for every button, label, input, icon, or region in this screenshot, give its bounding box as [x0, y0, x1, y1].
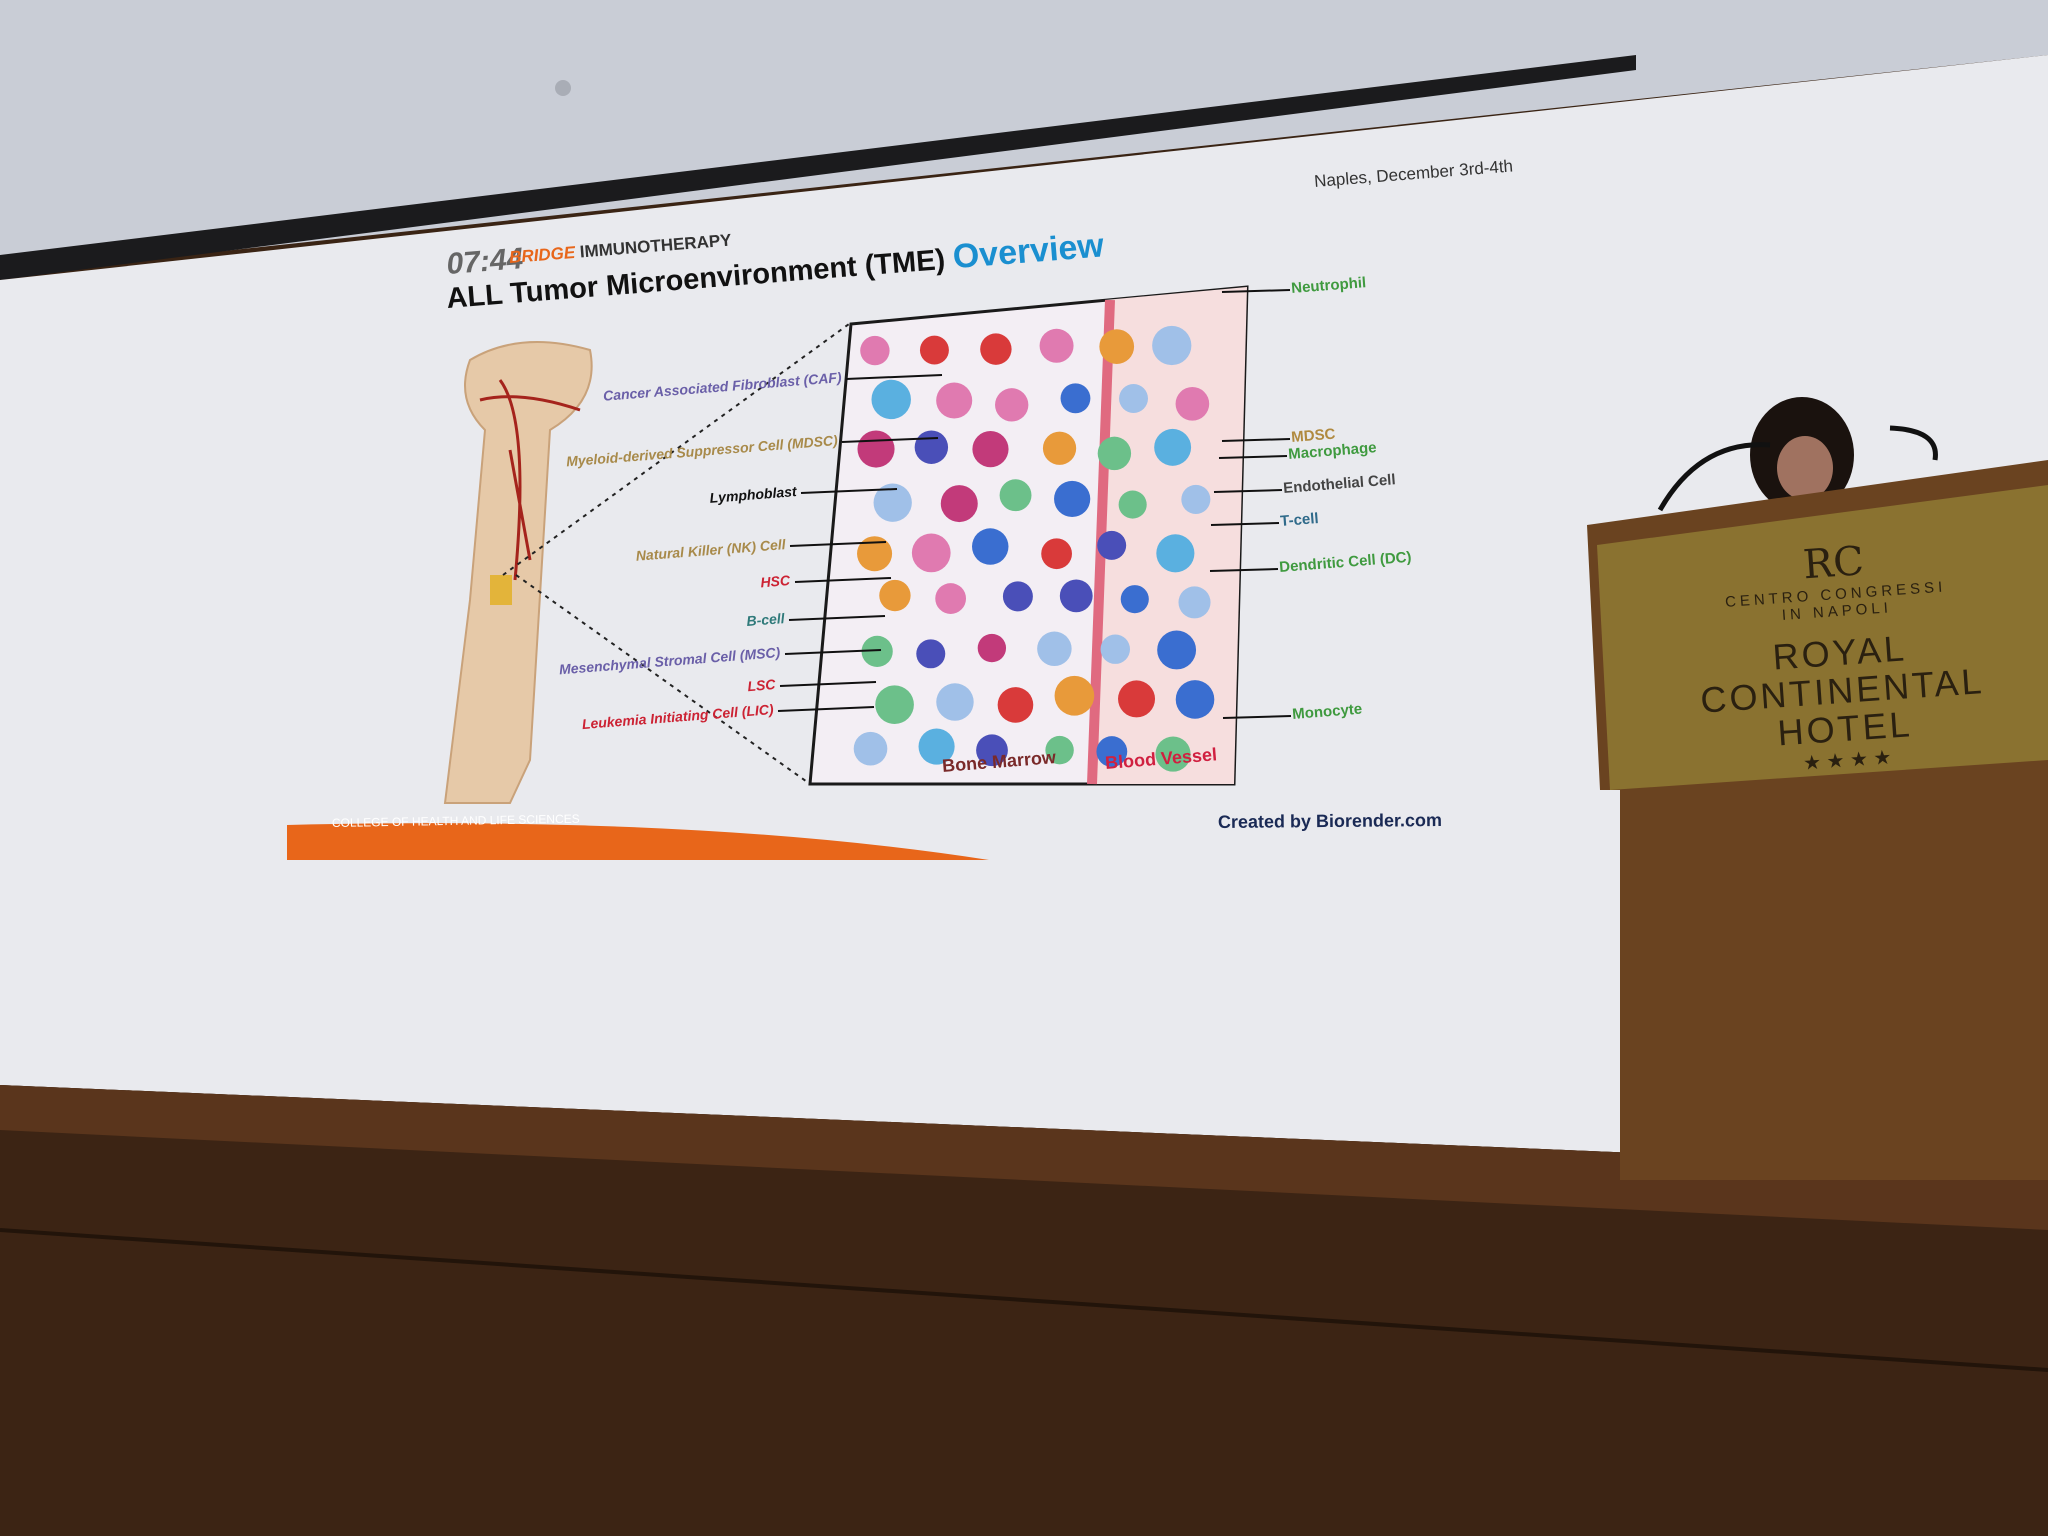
leader-line	[788, 615, 886, 621]
cell-illustration	[853, 731, 888, 766]
cell-illustration	[1041, 538, 1072, 570]
cell-illustration	[1097, 530, 1127, 560]
cell-illustration	[1155, 736, 1191, 772]
cell-illustration	[1099, 329, 1135, 364]
cell-illustration	[857, 430, 895, 468]
biorender-credit: Created by Biorender.com	[1217, 810, 1443, 833]
cell-illustration	[861, 635, 893, 667]
cell-illustration	[1054, 675, 1095, 716]
cell-illustration	[972, 431, 1009, 468]
smoke-detector	[555, 80, 571, 96]
cell-illustration	[919, 335, 949, 365]
left-label: LSC	[746, 676, 776, 695]
cell-illustration	[999, 479, 1032, 512]
cell-illustration	[911, 533, 951, 573]
left-label: B-cell	[745, 610, 785, 629]
podium-sign-text: RC CENTRO CONGRESSI IN NAPOLI ROYAL CONT…	[1632, 526, 2047, 786]
leader-line	[1213, 489, 1283, 493]
leader-line	[789, 541, 887, 547]
cell-illustration	[1002, 581, 1033, 612]
cell-illustration	[1059, 579, 1093, 613]
cell-illustration	[980, 333, 1012, 365]
cell-illustration	[918, 728, 955, 765]
orange-band	[287, 823, 989, 860]
microphones	[1657, 425, 1938, 512]
cell-illustration	[873, 483, 912, 522]
cell-illustration	[1118, 490, 1147, 519]
cell-illustration	[1152, 325, 1192, 366]
cell-illustration	[936, 683, 974, 721]
cell-illustration	[997, 687, 1034, 723]
brand-bridge: BRIDGE	[508, 242, 576, 268]
cell-illustration	[1054, 480, 1091, 518]
cell-illustration	[879, 579, 911, 612]
cell-illustration	[940, 485, 978, 523]
leader-line	[841, 437, 939, 443]
cell-illustration	[871, 379, 911, 420]
leader-line	[1210, 522, 1280, 526]
cell-illustration	[1175, 680, 1215, 719]
cell-illustration	[995, 388, 1029, 422]
leader-line	[784, 649, 882, 655]
cell-illustration	[1156, 534, 1195, 573]
cell-illustration	[1120, 585, 1149, 614]
cell-illustration	[1157, 630, 1197, 670]
cell-illustration	[1154, 428, 1192, 466]
cell-illustration	[972, 528, 1009, 565]
leader-line	[800, 488, 898, 494]
speaker-face	[1777, 436, 1833, 500]
leader-line	[779, 681, 877, 687]
screen-top-frame	[0, 55, 1636, 280]
podium-sign	[1597, 485, 2048, 790]
bone-illustration	[443, 341, 593, 804]
cell-illustration	[1042, 431, 1077, 465]
cell-illustration	[977, 633, 1007, 663]
cell-illustration	[1118, 680, 1156, 718]
cell-illustration	[916, 639, 946, 669]
cell-illustration	[1100, 634, 1131, 664]
cell-illustration	[875, 685, 914, 724]
leader-line	[794, 577, 892, 583]
leader-line	[777, 706, 875, 712]
cell-illustration	[976, 734, 1008, 767]
cell-illustration	[1097, 436, 1132, 471]
cell-illustration	[1178, 586, 1211, 619]
cell-illustration	[914, 430, 949, 464]
cell-illustration	[1119, 384, 1148, 413]
cell-illustration	[1175, 387, 1210, 421]
left-label: HSC	[760, 572, 791, 591]
leader-line	[845, 374, 943, 380]
leader-line	[1221, 438, 1291, 442]
cell-illustration	[936, 382, 973, 419]
cell-illustration	[1060, 383, 1091, 414]
leader-line	[1221, 289, 1291, 293]
leader-line	[1218, 455, 1288, 459]
cell-illustration	[860, 335, 890, 366]
cell-illustration	[1039, 328, 1074, 363]
right-label: T-cell	[1279, 510, 1320, 530]
cell-illustration	[1037, 631, 1072, 667]
cell-illustration	[857, 536, 893, 572]
leader-line	[1222, 715, 1292, 719]
cell-illustration	[1096, 736, 1128, 767]
cell-illustration	[1181, 484, 1211, 514]
cell-illustration	[1045, 735, 1074, 765]
cell-illustration	[935, 583, 967, 614]
leader-line	[1209, 568, 1279, 572]
